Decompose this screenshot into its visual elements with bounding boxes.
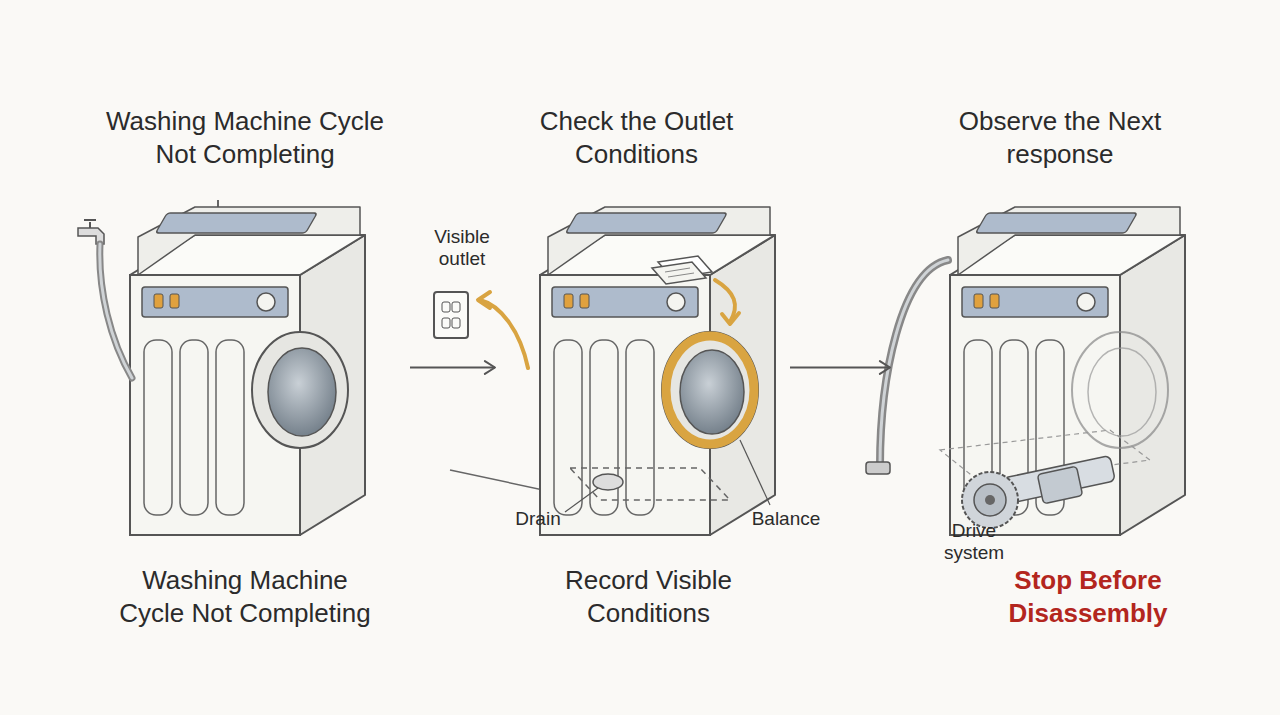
part-label: Visible outlet — [420, 226, 504, 270]
step-panel: Washing Machine Cycle Not CompletingWash… — [85, 105, 405, 630]
highlight-ring — [666, 336, 754, 444]
part-label: Drive system — [938, 520, 1010, 564]
washer — [950, 207, 1185, 535]
gear-hub — [985, 495, 995, 505]
arrowhead — [722, 313, 739, 324]
part-label: Balance — [746, 508, 826, 530]
step-panel: Check the Outlet ConditionsRecord Visibl… — [500, 105, 785, 630]
leader-line — [565, 488, 598, 512]
arrowhead — [478, 292, 490, 308]
step-heading: Washing Machine Cycle Not Completing — [95, 105, 395, 171]
socket — [442, 318, 450, 328]
drain-hose — [880, 260, 948, 466]
paper-lines — [665, 268, 694, 277]
step-heading: Check the Outlet Conditions — [522, 105, 752, 171]
step-caption: Washing Machine Cycle Not Completing — [114, 564, 376, 630]
door — [662, 332, 758, 448]
papers — [652, 262, 706, 284]
step-heading: Observe the Next response — [958, 105, 1163, 171]
drain-area — [570, 468, 730, 500]
leader-line — [740, 440, 770, 505]
socket — [452, 318, 460, 328]
drain — [593, 474, 623, 490]
step-caption: Record Visible Conditions — [538, 564, 760, 630]
washer — [540, 207, 775, 535]
washer-panel-3 — [866, 207, 1185, 535]
wall-outlet — [434, 292, 468, 338]
drive-gear — [962, 472, 1018, 528]
drain-hose — [880, 260, 948, 466]
flow-arrow — [790, 361, 890, 374]
drive-shaft — [1002, 455, 1115, 503]
drive-gear — [974, 484, 1006, 516]
door-ghost — [1072, 332, 1168, 448]
door — [252, 332, 348, 448]
faucet-handle — [84, 220, 96, 228]
socket — [442, 302, 450, 312]
washer-panel-1 — [78, 200, 365, 535]
water-hose — [100, 244, 132, 378]
flow-arrow — [410, 361, 495, 374]
hose-fitting — [866, 462, 890, 474]
washer — [130, 207, 365, 535]
water-hose — [100, 244, 132, 378]
door-ghost — [1088, 348, 1156, 436]
step-caption: Stop Before Disassembly — [988, 564, 1188, 630]
motor — [1037, 466, 1082, 504]
part-label: Drain — [510, 508, 566, 530]
socket — [452, 302, 460, 312]
door-glass — [268, 348, 336, 436]
highlight-arrow — [480, 300, 528, 368]
door-glass — [680, 350, 744, 434]
